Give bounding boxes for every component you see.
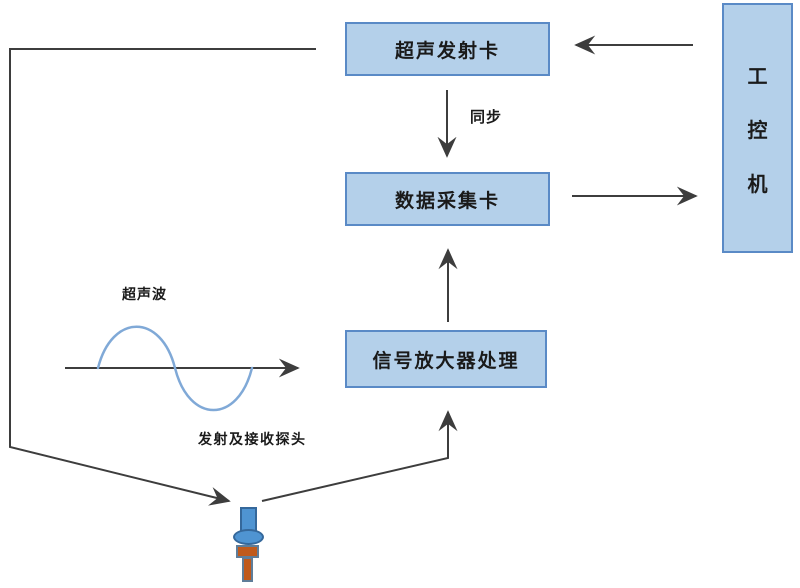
arrow-transmitter-to-probe [9,48,316,506]
probe-label: 发射及接收探头 [198,431,307,447]
ultrasonic-wave-label: 超声波 [122,286,167,302]
node-label: 数据采集卡 [394,190,500,212]
node-label: 超声发射卡 [394,40,500,62]
node-signal-amplifier: 信号放大器处理 [345,330,547,388]
node-industrial-pc: 工 控 机 [722,3,793,253]
transducer-probe-icon [230,505,270,585]
node-label: 信号放大器处理 [372,350,520,372]
sine-wave-icon [96,325,254,412]
node-label-char: 工 [747,65,768,88]
arrow-probe-to-amplifier [261,410,458,502]
sync-arrow-label: 同步 [470,109,503,126]
node-data-acquisition-card: 数据采集卡 [345,172,550,226]
probe-stem [242,557,253,582]
node-label-char: 机 [747,173,768,196]
probe-lens [233,529,264,545]
node-label-char: 控 [747,119,768,142]
node-ultrasonic-transmit-card: 超声发射卡 [345,22,550,76]
